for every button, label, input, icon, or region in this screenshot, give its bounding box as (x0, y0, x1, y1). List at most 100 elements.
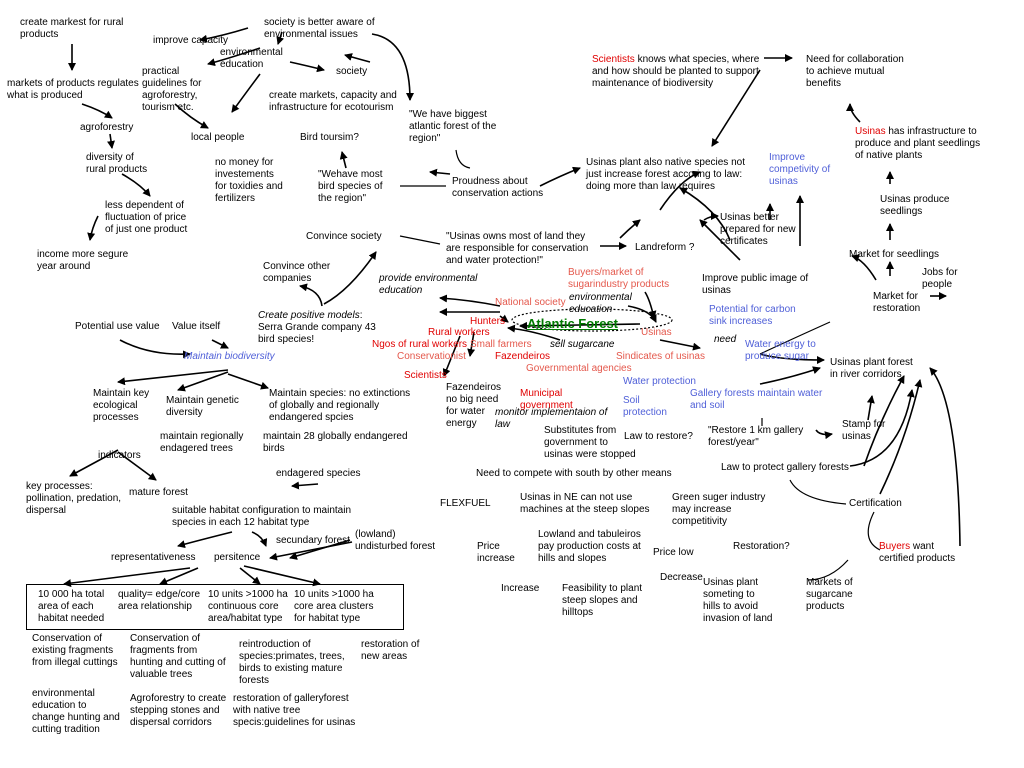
node-undisturbed-forest: (lowland) undisturbed forest (355, 529, 436, 552)
node-agroforestry: agroforestry (80, 122, 134, 133)
node-improve-capacity: improve capacity (153, 35, 229, 46)
node-jobs: Jobs for people (922, 267, 958, 290)
node-governmental-agencies: Governmental agencies (526, 363, 632, 374)
node-persistence: persitence (214, 552, 261, 563)
node-usinas-plant-forest: Usinas plant forest in river corridors (830, 357, 913, 380)
node-maintain-genetic-diversity: Maintain genetic diversity (166, 395, 239, 418)
label-buyers-want-text: want certified products (879, 541, 956, 564)
node-environmental-education: environmental education (220, 47, 283, 70)
node-scientists: Scientists (404, 370, 447, 381)
habitat-criteria-box (26, 584, 404, 630)
node-10-units-continuous: 10 units >1000 ha continuous core area/h… (208, 589, 288, 624)
node-proudness: Proudness about conservation actions (452, 176, 544, 199)
node-usinas-plant-hills: Usinas plant someting to hills to avoid … (703, 577, 773, 624)
node-maintain-species: Maintain species: no extinctions of glob… (269, 388, 411, 423)
label-scientists-know-text: knows what species, where and how should… (592, 54, 760, 89)
node-usinas-better-prepared: Usinas better prepared for new certifica… (720, 212, 796, 247)
node-less-dependent: less dependent of fluctuation of price o… (105, 200, 188, 235)
node-restore-1km-quote: "Restore 1 km gallery forest/year" (708, 425, 804, 448)
node-society-aware: society is better aware of environmental… (264, 17, 375, 40)
node-10000-ha: 10 000 ha total area of each habitat nee… (38, 589, 105, 624)
node-quality-edge-core: quality= edge/core area relationship (118, 589, 201, 612)
node-diversity-rural-products: diversity of rural products (86, 152, 148, 175)
node-indicators: indicators (98, 450, 141, 461)
node-flexfuel: FLEXFUEL (440, 498, 491, 509)
node-certification: Certification (849, 498, 902, 509)
node-green-sugar: Green suger industry may increase compet… (672, 492, 766, 527)
node-secondary-forest: secundary forest (276, 535, 350, 546)
node-endangered-species: endagered species (276, 468, 361, 479)
node-improve-public-image: Improve public image of usinas (702, 273, 809, 296)
node-convince-society: Convince society (306, 231, 382, 242)
node-no-money: no money for investements for toxidies a… (215, 157, 283, 204)
node-ecotourism-markets: create markets, capacity and infrastruct… (269, 90, 397, 113)
node-atlantic-forest: Atlantic Forest (527, 316, 619, 331)
node-usinas-produce-seedlings: Usinas produce seedlings (880, 194, 950, 217)
node-landreform: Landreform ? (635, 242, 695, 253)
node-law-gallery-forests: Law to protect gallery forests (721, 462, 849, 473)
label-usinas: Usinas (855, 126, 886, 137)
node-restoration-new-areas: restoration of new areas (361, 639, 420, 662)
node-value-itself: Value itself (172, 321, 221, 332)
node-market-seedlings: Market for seedlings (849, 249, 940, 260)
label-serra-grande: : Serra Grande company 43 bird species! (258, 310, 376, 345)
node-most-bird-species: "Wehave most bird species of the region" (318, 169, 383, 204)
node-income-secure: income more segure year around (37, 249, 129, 272)
node-substitutes-stopped: Substitutes from government to usinas we… (544, 425, 636, 460)
node-practical-guidelines: practical guidelines for agroforestry, t… (142, 66, 202, 113)
node-conservationist: Conservationist (397, 351, 466, 362)
node-10-units-clusters: 10 units >1000 ha core area clusters for… (294, 589, 374, 624)
node-water-protection: Water protection (623, 376, 696, 387)
node-market-restoration: Market for restoration (873, 291, 921, 314)
node-sindicates-usinas: Sindicates of usinas (616, 351, 705, 362)
node-markets-sugarcane: Markets of sugarcane products (806, 577, 853, 612)
node-maintain-key-processes: Maintain key ecological processes (93, 388, 150, 423)
node-local-people: local people (191, 132, 245, 143)
node-compete-south: Need to compete with south by other mean… (476, 468, 672, 479)
node-potential-use-value: Potential use value (75, 321, 160, 332)
node-provide-env-education: provide environmental education (379, 273, 478, 296)
node-carbon-sink: Potential for carbon sink increases (709, 304, 796, 327)
node-biggest-forest-quote: "We have biggest atlantic forest of the … (409, 109, 497, 144)
node-soil-protection: Soil protection (623, 395, 667, 418)
node-law-to-restore: Law to restore? (624, 431, 693, 442)
node-price-increase: Price increase (477, 541, 515, 564)
node-national-society: National society (495, 297, 566, 308)
node-fazendeiros-no-need: Fazendeiros no big need for water energy (446, 382, 502, 429)
label-buyers: Buyers (879, 541, 911, 552)
node-buyers-want: Buyers want certified products (879, 541, 955, 565)
node-key-processes: key processes: pollination, predation, d… (26, 481, 122, 516)
node-ngos-rural-workers: Ngos of rural workers (372, 339, 468, 350)
node-bird-tourism: Bird toursim? (300, 132, 359, 143)
node-positive-models: Create positive models: Serra Grande com… (258, 310, 376, 346)
node-mature-forest: mature forest (129, 487, 188, 498)
node-buyers-market: Buyers/market of sugarindustry products (568, 267, 670, 290)
node-conservation-existing: Conservation of existing fragments from … (32, 633, 118, 668)
node-need-collaboration: Need for collaboration to achieve mutual… (806, 54, 904, 89)
node-hunters: Hunters (470, 316, 506, 327)
node-usinas-ne-machines: Usinas in NE can not use machines at the… (520, 492, 650, 515)
node-env-education-hunting: environmental education to change huntin… (32, 688, 120, 735)
label-create-positive-models: Create positive models (258, 310, 360, 321)
node-gallery-forests-maintain: Gallery forests maintain water and soil (690, 388, 823, 411)
node-usinas-plant-native: Usinas plant also native species not jus… (586, 157, 745, 192)
node-increase: Increase (501, 583, 540, 594)
node-create-markets-rural: create markest for rural products (20, 17, 124, 40)
node-markets-regulate: markets of products regulates what is pr… (7, 78, 139, 101)
node-reintroduction: reintroduction of species:primates, tree… (239, 639, 345, 686)
node-fazendeiros: Fazendeiros (495, 351, 551, 362)
label-usinas-infrastructure-text: has infrastructure to produce and plant … (855, 126, 981, 161)
node-environmental-education-2: environmental education (569, 292, 632, 315)
node-maintain-regional-trees: maintain regionally endagered trees (160, 431, 244, 454)
node-agroforestry-stepping-stones: Agroforestry to create stepping stones a… (130, 693, 227, 728)
node-usinas-own-land-quote: "Usinas owns most of land they are respo… (446, 231, 589, 266)
node-stamp-usinas: Stamp for usinas (842, 419, 886, 442)
node-conservation-fragments: Conservation of fragments from hunting a… (130, 633, 226, 680)
node-municipal-government: Municipal government (520, 388, 573, 411)
node-convince-companies: Convince other companies (263, 261, 331, 284)
node-representativeness: representativeness (111, 552, 196, 563)
node-usinas-center: Usinas (641, 327, 672, 338)
node-small-farmers: Small farmers (470, 339, 532, 350)
